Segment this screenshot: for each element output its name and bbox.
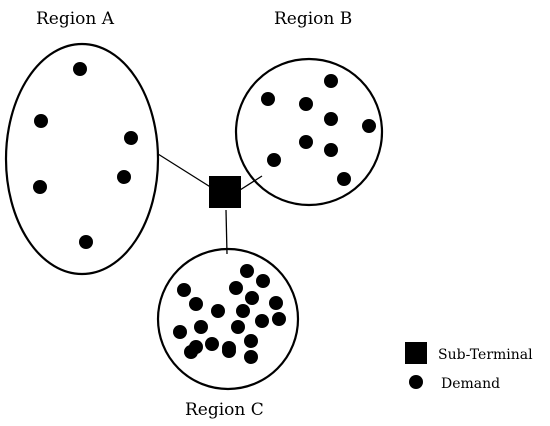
region-b-demand-point — [324, 74, 338, 88]
region-c-demand-point — [245, 291, 259, 305]
region-c-demand-point — [269, 296, 283, 310]
legend-terminal-icon — [405, 342, 427, 364]
region-a-demand-point — [34, 114, 48, 128]
region-b-demand-point — [362, 119, 376, 133]
region-b-demand-point — [324, 112, 338, 126]
connector-region-c — [225, 209, 228, 255]
legend-demand-icon — [409, 375, 423, 389]
region-a-demand-points — [33, 62, 138, 249]
region-c-demand-point — [240, 264, 254, 278]
legend-terminal-label: Sub-Terminal — [438, 347, 533, 363]
region-c-demand-point — [236, 304, 250, 318]
region-b-demand-point — [337, 172, 351, 186]
region-c-demand-point — [173, 325, 187, 339]
region-c-boundary — [156, 247, 300, 391]
region-b-demand-point — [299, 135, 313, 149]
region-c-demand-point — [272, 312, 286, 326]
region-c-demand-point — [184, 345, 198, 359]
region-a-boundary — [4, 42, 160, 276]
region-b-label: Region B — [274, 9, 352, 29]
region-b-boundary — [234, 57, 384, 207]
connector-region-b — [239, 175, 263, 191]
region-c-demand-point — [211, 304, 225, 318]
region-a-demand-point — [33, 180, 47, 194]
region-c-demand-point — [244, 350, 258, 364]
legend-demand-label: Demand — [441, 376, 500, 392]
region-a-demand-point — [79, 235, 93, 249]
region-c-demand-point — [229, 281, 243, 295]
region-b-demand-point — [261, 92, 275, 106]
region-c-demand-point — [244, 334, 258, 348]
region-b-demand-points — [261, 74, 376, 186]
region-a-demand-point — [124, 131, 138, 145]
region-a-demand-point — [73, 62, 87, 76]
region-c-demand-point — [177, 283, 191, 297]
region-c-label: Region C — [185, 400, 264, 420]
region-a-demand-point — [117, 170, 131, 184]
region-c-demand-point — [222, 344, 236, 358]
region-c-demand-point — [255, 314, 269, 328]
region-c-demand-point — [256, 274, 270, 288]
region-c-demand-point — [231, 320, 245, 334]
region-b-demand-point — [324, 143, 338, 157]
region-b-demand-point — [267, 153, 281, 167]
connector-region-a — [157, 153, 213, 189]
region-c-demand-point — [194, 320, 208, 334]
sub-terminal-node — [209, 176, 241, 208]
region-b-demand-point — [299, 97, 313, 111]
region-c-demand-points — [173, 264, 286, 364]
region-a-label: Region A — [36, 9, 115, 29]
region-c-demand-point — [189, 297, 203, 311]
legend: Sub-Terminal Demand — [405, 342, 533, 392]
region-c-demand-point — [205, 337, 219, 351]
